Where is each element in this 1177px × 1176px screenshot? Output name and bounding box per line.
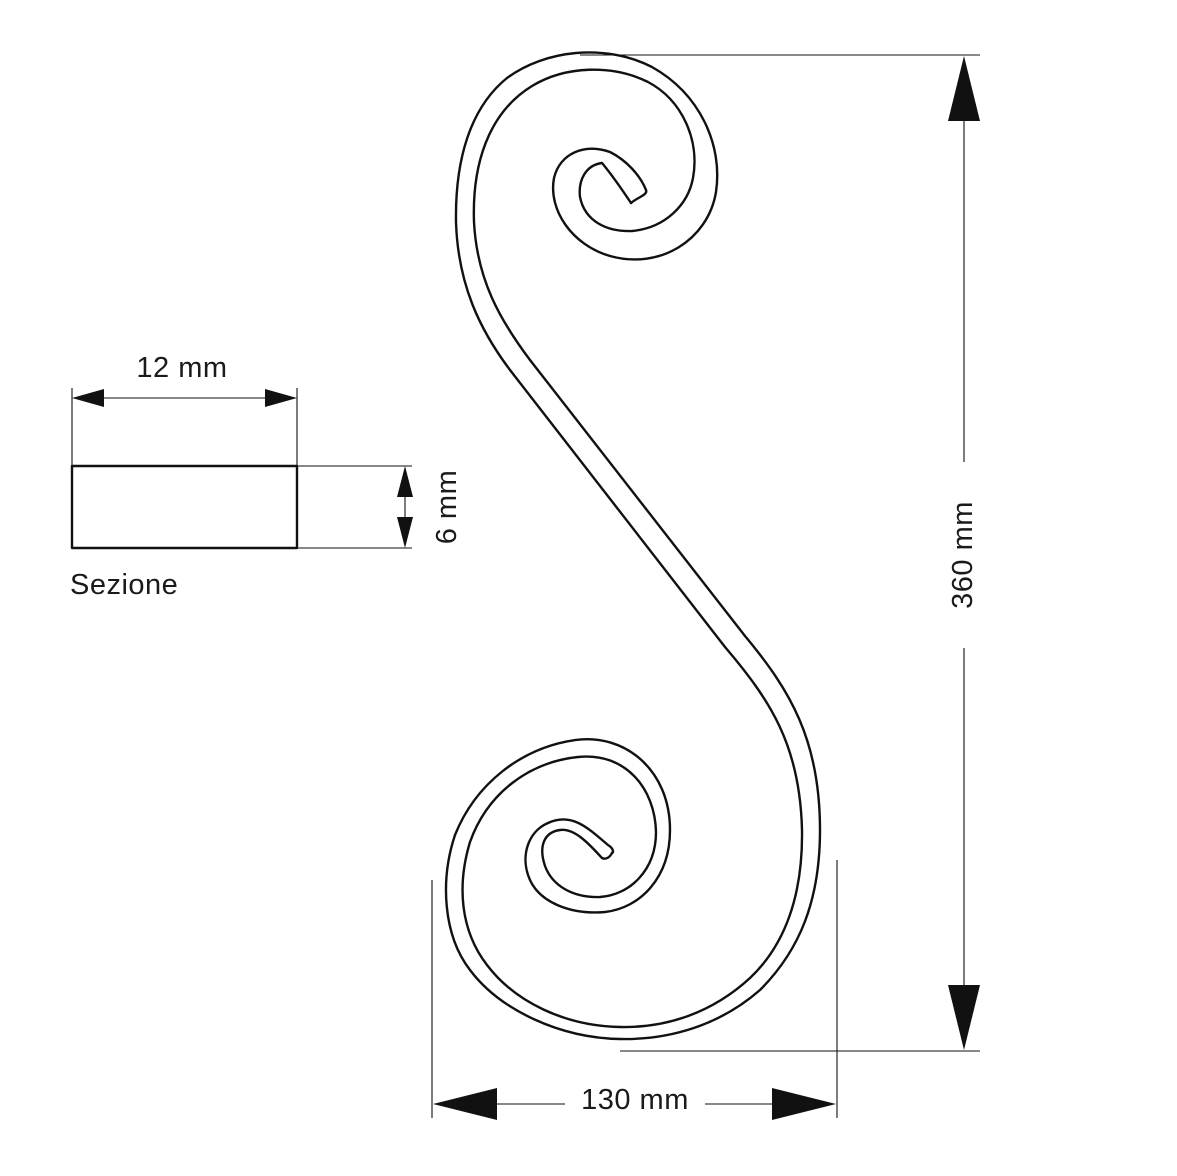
width-arrow-left [433, 1088, 497, 1120]
section-width-label: 12 mm [136, 352, 227, 384]
section-rectangle [70, 464, 299, 550]
scroll-inner-contour [454, 51, 804, 1029]
scroll-outer-contour [444, 68, 822, 1041]
height-label: 360 mm [947, 501, 979, 609]
width-arrow-right [772, 1088, 836, 1120]
width-label: 130 mm [581, 1084, 689, 1116]
cross-section: 12 mm 6 mm Sezione [70, 352, 463, 601]
section-height-arrow-bottom [397, 517, 413, 548]
section-width-arrow-left [72, 389, 104, 407]
height-arrow-bottom [948, 985, 980, 1050]
section-width-arrow-right [265, 389, 297, 407]
s-scroll-shape [444, 51, 822, 1041]
section-height-arrow-top [397, 466, 413, 497]
height-arrow-top [948, 56, 980, 121]
section-caption: Sezione [70, 569, 178, 601]
height-dimension: 360 mm [580, 54, 980, 1052]
width-dimension: 130 mm [431, 860, 838, 1120]
section-height-label: 6 mm [431, 470, 463, 545]
